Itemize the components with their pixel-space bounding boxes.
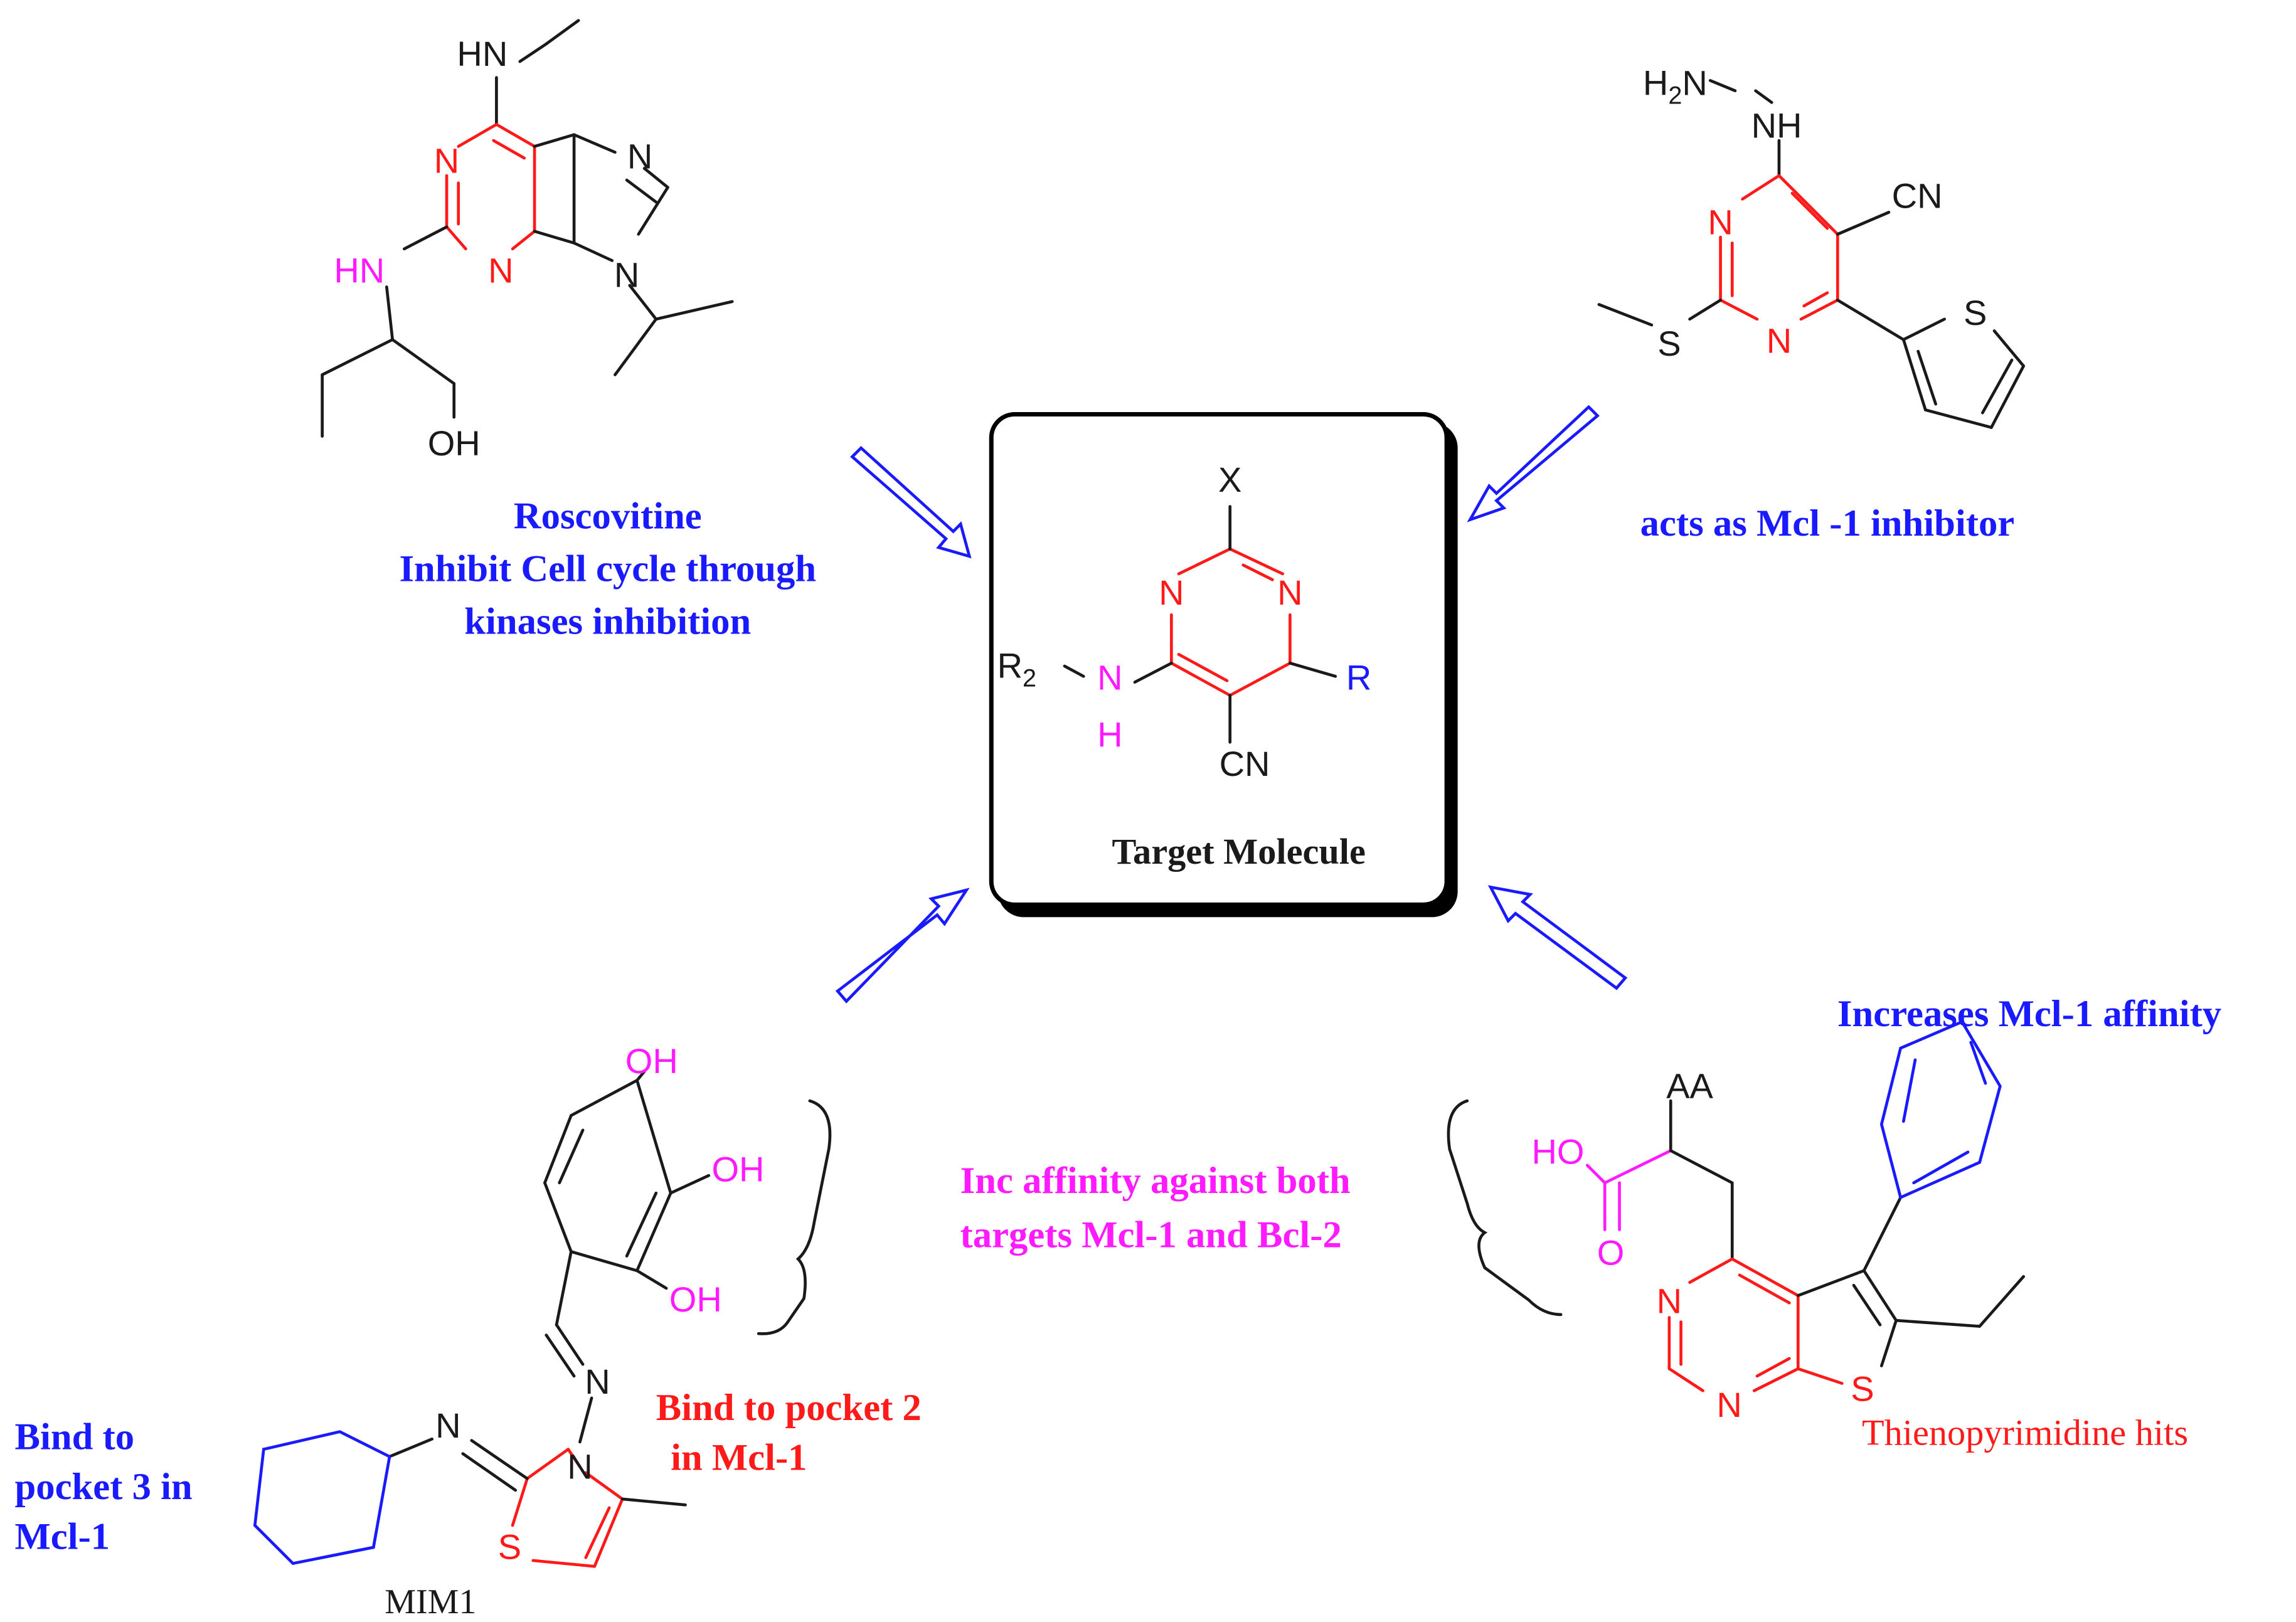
hydrazine-atom-cn: CN bbox=[1892, 176, 1943, 215]
hydrazine-caption: acts as Mcl -1 inhibitor bbox=[1640, 502, 2015, 544]
roscovitine-structure bbox=[321, 19, 734, 438]
hydrazine-atom-h2n: H2N bbox=[1643, 63, 1708, 110]
roscovitine-atom-oh: OH bbox=[428, 423, 481, 463]
mim1-right-label-line1: Bind to pocket 2 bbox=[656, 1387, 922, 1429]
hydrazine-structure bbox=[1597, 79, 2026, 429]
target-box bbox=[989, 412, 1449, 907]
target-molecule-label: Target Molecule bbox=[1112, 831, 1366, 872]
mim1-atom-n-exo: N bbox=[435, 1406, 460, 1445]
roscovitine-atom-n9: N bbox=[614, 255, 639, 294]
roscovitine-atom-hn-top: HN bbox=[457, 34, 508, 73]
target-molecule-panel: X N N R2 N H R CN Target Molecule bbox=[989, 412, 1449, 907]
roscovitine-desc-line2: kinases inhibition bbox=[464, 601, 751, 643]
target-atom-nh-n: N bbox=[1097, 657, 1122, 697]
target-atom-r2: R2 bbox=[997, 646, 1037, 692]
both-targets-line1: Inc affinity against both bbox=[960, 1160, 1351, 1202]
target-atom-nh-h: H bbox=[1097, 714, 1122, 754]
mim1-left-label-line3: Mcl-1 bbox=[15, 1515, 110, 1557]
arrow-from-hydrazine bbox=[1467, 405, 1600, 522]
target-atom-n2: N bbox=[1277, 573, 1302, 612]
thieno-name: Thienopyrimidine hits bbox=[1862, 1413, 2188, 1453]
target-atom-n1: N bbox=[1159, 573, 1184, 612]
thieno-structure bbox=[1447, 1020, 2026, 1392]
target-atom-cn: CN bbox=[1220, 744, 1270, 783]
roscovitine-atom-n3: N bbox=[488, 250, 513, 290]
thieno-atom-aa: AA bbox=[1666, 1066, 1713, 1105]
thieno-atom-n1: N bbox=[1657, 1281, 1682, 1321]
roscovitine-atom-n1: N bbox=[434, 140, 459, 180]
hydrazine-atom-n1: N bbox=[1708, 202, 1733, 241]
mim1-structure bbox=[253, 1070, 832, 1568]
mim1-atom-n-ring: N bbox=[567, 1446, 592, 1486]
hydrazine-atom-s-methyl: S bbox=[1657, 324, 1681, 363]
thieno-atom-o: O bbox=[1597, 1233, 1625, 1273]
roscovitine-atom-n7: N bbox=[627, 136, 652, 176]
roscovitine-name: Roscovitine bbox=[514, 496, 702, 538]
thieno-caption: Increases Mcl-1 affinity bbox=[1837, 993, 2221, 1035]
mim1-atom-oh1: OH bbox=[625, 1041, 678, 1081]
hydrazine-atom-nh: NH bbox=[1751, 105, 1802, 145]
thieno-atom-n3: N bbox=[1716, 1385, 1741, 1424]
mim1-atom-s-ring: S bbox=[498, 1527, 521, 1567]
target-atom-r: R bbox=[1346, 657, 1371, 697]
thieno-atom-s: S bbox=[1851, 1369, 1874, 1409]
mim1-atom-oh2: OH bbox=[711, 1149, 764, 1189]
both-targets-line2: targets Mcl-1 and Bcl-2 bbox=[960, 1214, 1342, 1256]
target-atom-x: X bbox=[1218, 460, 1241, 499]
mim1-left-label-line2: pocket 3 in bbox=[15, 1466, 193, 1508]
mim1-name: MIM1 bbox=[385, 1582, 476, 1621]
arrows bbox=[835, 405, 1628, 1004]
mim1-atom-n-imine: N bbox=[585, 1362, 610, 1401]
arrow-from-thieno bbox=[1487, 885, 1628, 990]
hydrazine-atom-n3: N bbox=[1767, 321, 1792, 360]
mim1-right-label-line2: in Mcl-1 bbox=[671, 1436, 807, 1478]
roscovitine-desc-line1: Inhibit Cell cycle through bbox=[399, 548, 816, 590]
hydrazine-atom-s-thiophene: S bbox=[1964, 293, 1987, 332]
target-pyrimidine-ring bbox=[1063, 505, 1337, 744]
mim1-atom-oh3: OH bbox=[669, 1280, 722, 1319]
thieno-atom-ho: HO bbox=[1531, 1132, 1584, 1171]
arrow-from-mim1 bbox=[835, 888, 970, 1004]
mim1-left-label-line1: Bind to bbox=[15, 1416, 135, 1458]
arrow-from-roscovitine bbox=[850, 445, 972, 559]
roscovitine-atom-hn-side: HN bbox=[334, 250, 385, 290]
